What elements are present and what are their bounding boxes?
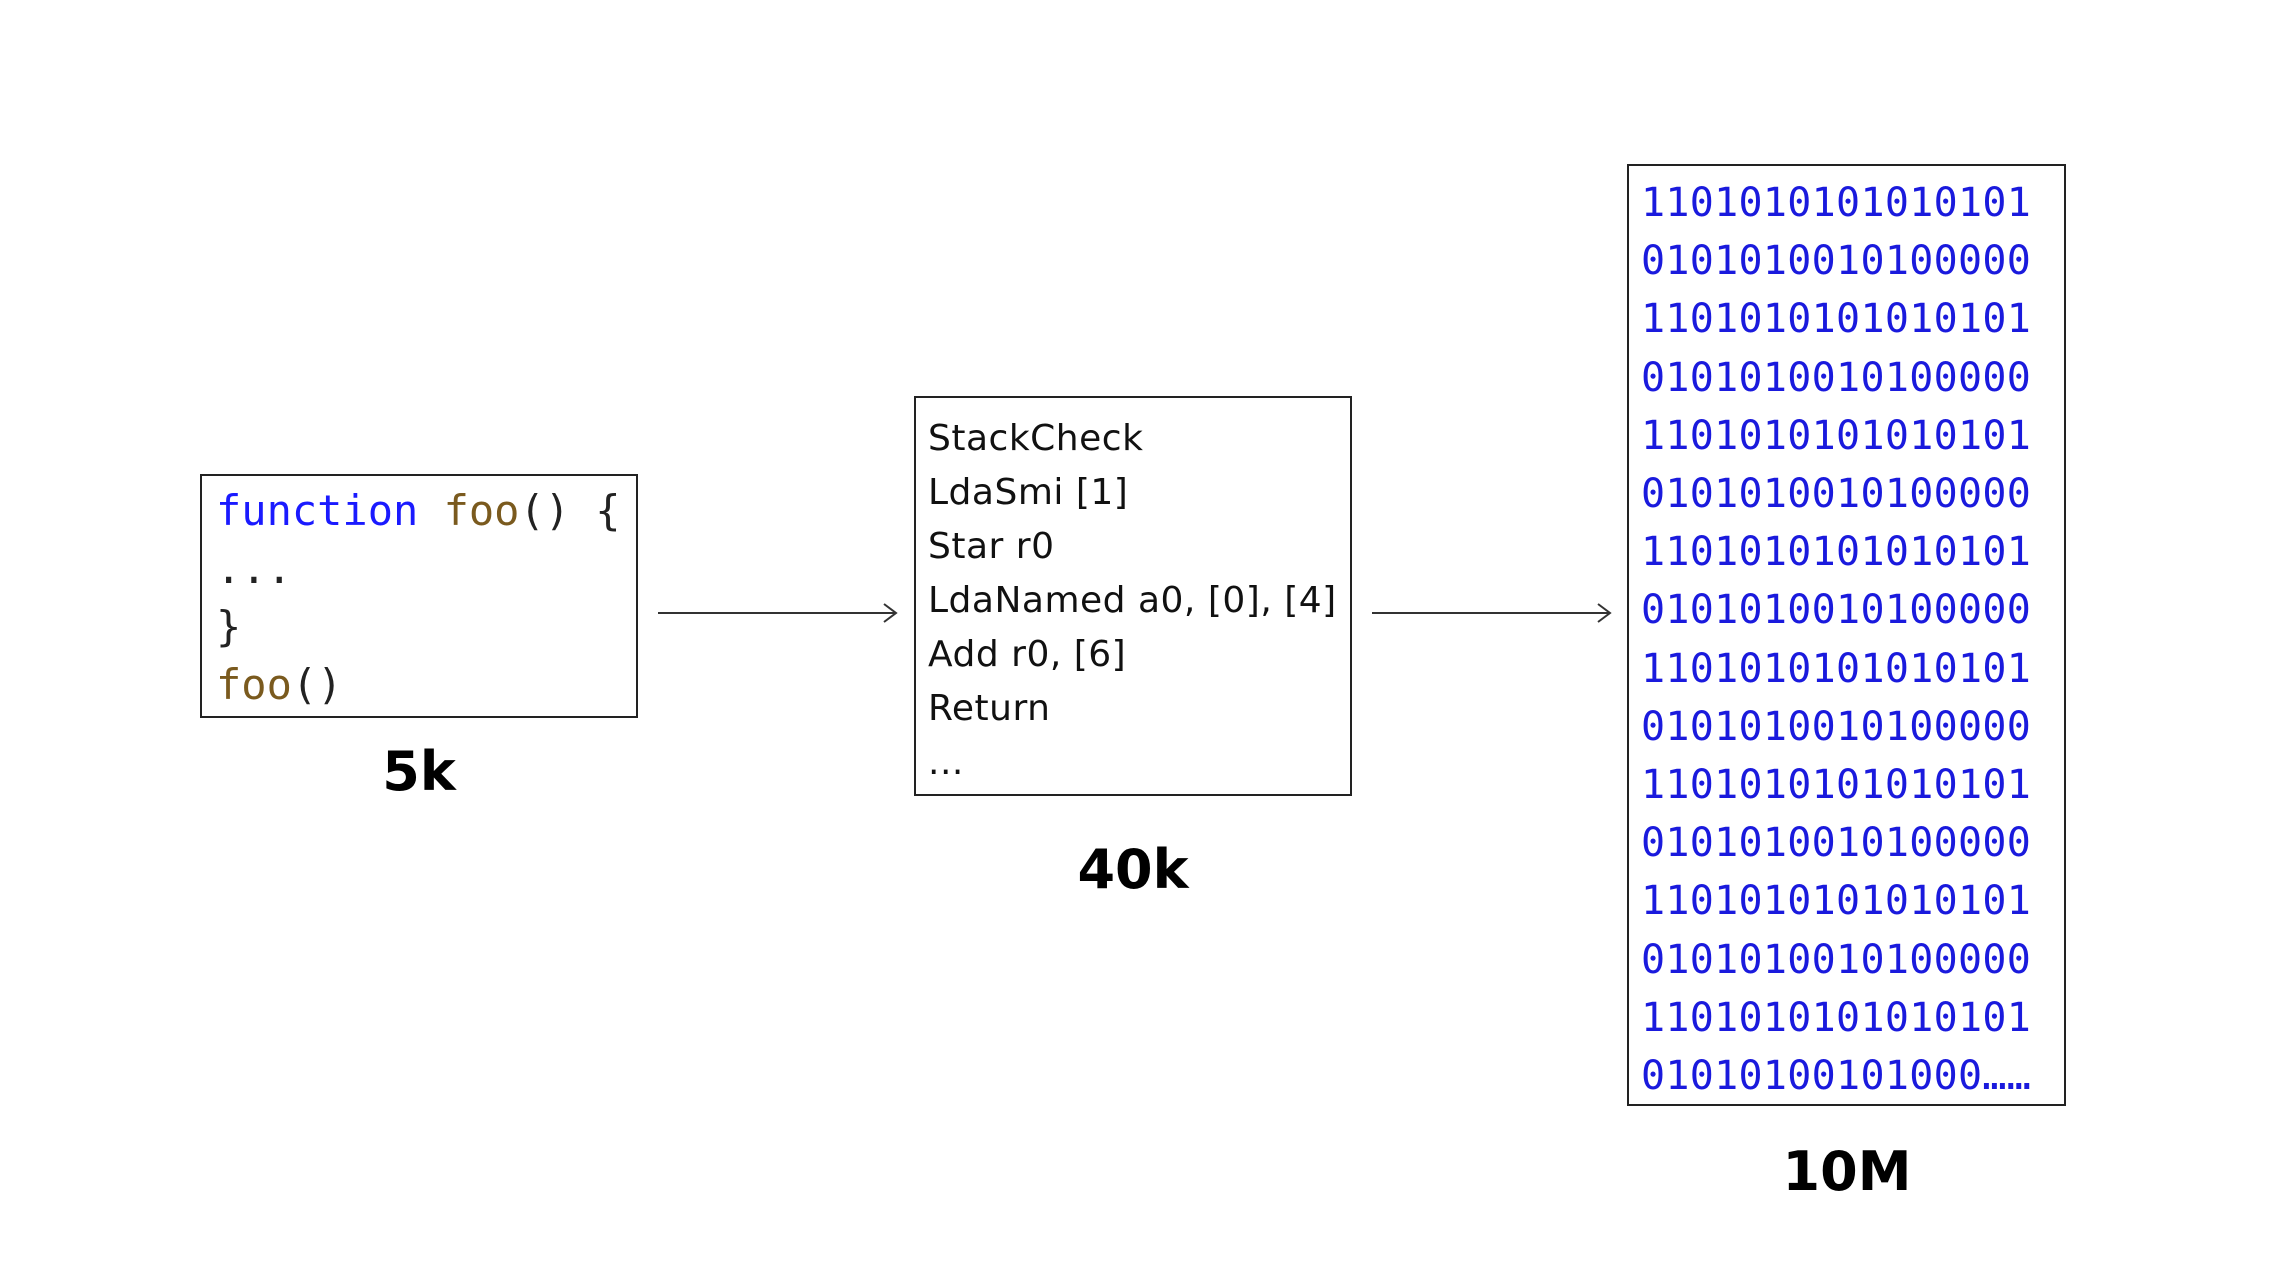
machine-code-line: 0101010010100000 [1641,820,2032,867]
machine-code-line: 1101010101010101 [1641,645,2032,692]
arrow-source-to-bytecode [658,603,898,623]
bytecode-line: LdaNamed a0, [0], [4] [928,580,1337,621]
machine-code-line: 1101010101010101 [1641,994,2032,1041]
source-size-label: 5k [382,740,456,803]
source-line-3: } [216,602,242,651]
machine-code-line: 1101010101010101 [1641,762,2032,809]
machine-code-line: 0101010010100000 [1641,587,2032,634]
bytecode-line: Star r0 [928,526,1055,567]
bytecode-line: StackCheck [928,418,1144,459]
source-code-box: function foo() { ... } foo() [200,474,638,718]
bytecode-box: StackCheck LdaSmi [1] Star r0 LdaNamed a… [914,396,1352,796]
machine-code-size-label: 10M [1782,1140,1912,1203]
source-line-1: function foo() { [216,482,636,540]
machine-code-line: 1101010101010101 [1641,878,2032,925]
bytecode-size-label: 40k [1077,838,1189,901]
machine-code-line: 0101010010100000 [1641,354,2032,401]
machine-code-box: 1101010101010101 0101010010100000 110101… [1627,164,2066,1106]
call-name: foo [216,660,292,709]
function-keyword: function [216,486,419,535]
function-name: foo [443,486,520,535]
source-line-2: ... [216,544,292,593]
machine-code-line: 1101010101010101 [1641,412,2032,459]
source-line-4: foo() [216,656,636,714]
machine-code-line: 0101010010100000 [1641,238,2032,285]
bytecode-line: Return [928,688,1051,729]
machine-code-line: 1101010101010101 [1641,180,2032,226]
call-parens: () [291,660,343,709]
bytecode-line: LdaSmi [1] [928,472,1129,513]
bytecode-line: ... [928,742,964,783]
machine-code-line: 1101010101010101 [1641,296,2032,343]
machine-code-line: 0101010010100000 [1641,703,2032,750]
machine-code-line: 0101010010100000 [1641,936,2032,983]
machine-code-line: 01010100101000…… [1641,1053,2032,1100]
machine-code-line: 0101010010100000 [1641,471,2032,518]
function-signature: () { [519,486,621,535]
arrow-bytecode-to-machine [1372,603,1612,623]
bytecode-line: Add r0, [6] [928,634,1127,675]
machine-code-line: 1101010101010101 [1641,529,2032,576]
